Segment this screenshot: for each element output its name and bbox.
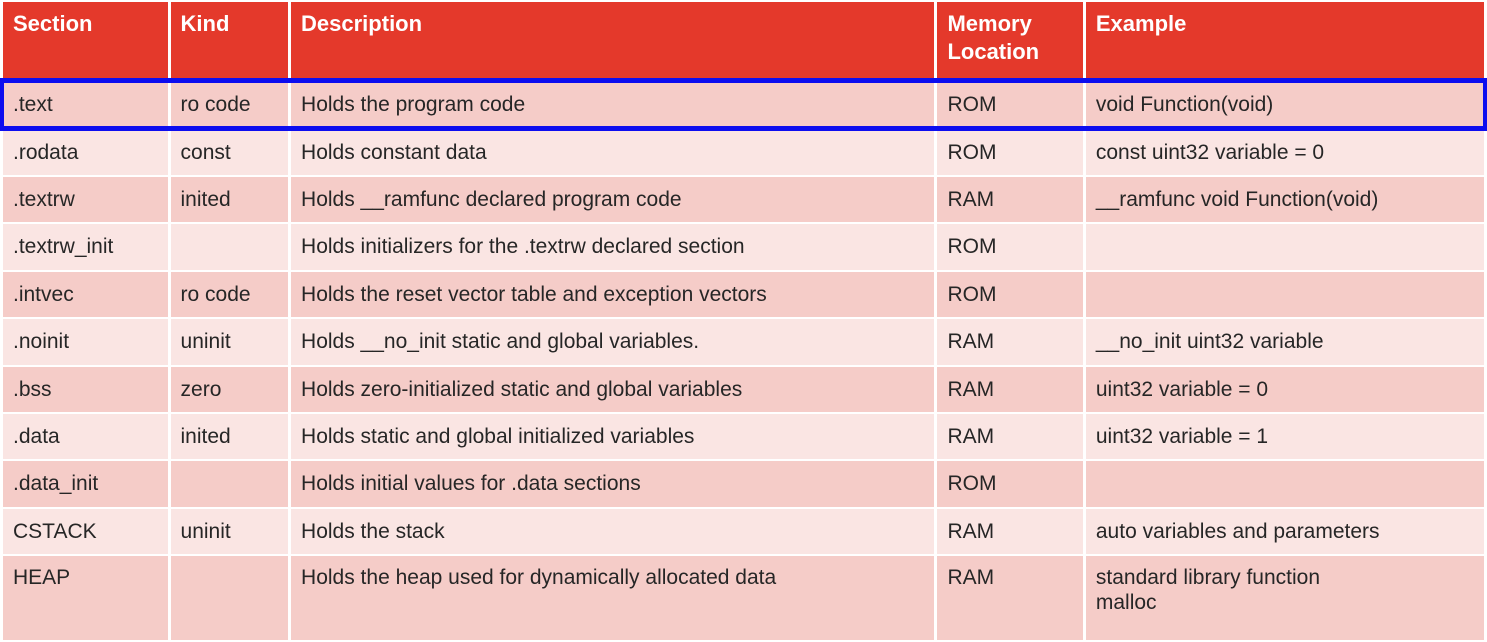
cell-kind (170, 224, 289, 270)
header-row: Section Kind Description Memory Location… (3, 2, 1484, 80)
cell-description: Holds the program code (291, 82, 935, 128)
cell-description: Holds __no_init static and global variab… (291, 319, 935, 365)
cell-memory-location: RAM (937, 508, 1083, 555)
cell-kind: uninit (170, 319, 289, 365)
cell-section: .rodata (3, 129, 168, 175)
cell-description: Holds zero-initialized static and global… (291, 366, 935, 412)
cell-section: CSTACK (3, 508, 168, 555)
cell-memory-location: ROM (937, 129, 1083, 175)
cell-section: .textrw_init (3, 224, 168, 270)
cell-example: uint32 variable = 1 (1085, 413, 1484, 460)
cell-kind: ro code (170, 271, 289, 318)
cell-kind (170, 461, 289, 507)
column-header-kind: Kind (170, 2, 289, 80)
table-row: .rodata const Holds constant data ROM co… (3, 129, 1484, 175)
cell-description: Holds static and global initialized vari… (291, 413, 935, 460)
cell-section: .text (3, 82, 168, 128)
table-row: .text ro code Holds the program code ROM… (0, 77, 1487, 132)
cell-example: auto variables and parameters (1085, 508, 1484, 555)
cell-memory-location: RAM (937, 319, 1083, 365)
cell-example: uint32 variable = 0 (1085, 366, 1484, 412)
cell-memory-location: ROM (937, 271, 1083, 318)
cell-description: Holds the stack (291, 508, 935, 555)
cell-kind: ro code (170, 82, 289, 128)
cell-kind (170, 556, 289, 640)
cell-memory-location: ROM (937, 461, 1083, 507)
column-header-memory-location: Memory Location (937, 2, 1083, 80)
cell-section: .data_init (3, 461, 168, 507)
cell-section: .intvec (3, 271, 168, 318)
cell-description: Holds the heap used for dynamically allo… (291, 556, 935, 640)
cell-memory-location: RAM (937, 413, 1083, 460)
cell-description: Holds initializers for the .textrw decla… (291, 224, 935, 270)
table-row: HEAP Holds the heap used for dynamically… (3, 556, 1484, 640)
cell-kind: inited (170, 176, 289, 223)
column-header-example: Example (1085, 2, 1484, 80)
cell-kind: uninit (170, 508, 289, 555)
table-row: CSTACK uninit Holds the stack RAM auto v… (3, 508, 1484, 555)
cell-section: .noinit (3, 319, 168, 365)
cell-memory-location: RAM (937, 556, 1083, 640)
column-header-section: Section (3, 2, 168, 80)
column-header-description: Description (291, 2, 935, 80)
cell-example: void Function(void) (1085, 82, 1484, 128)
cell-description: Holds initial values for .data sections (291, 461, 935, 507)
cell-memory-location: RAM (937, 176, 1083, 223)
table-body: .text ro code Holds the program code ROM… (0, 77, 1487, 640)
table-row: .data_init Holds initial values for .dat… (3, 461, 1484, 507)
cell-example (1085, 461, 1484, 507)
table-row: .textrw inited Holds __ramfunc declared … (3, 176, 1484, 223)
cell-section: .bss (3, 366, 168, 412)
table-row: .bss zero Holds zero-initialized static … (3, 366, 1484, 412)
cell-section: .textrw (3, 176, 168, 223)
cell-section: .data (3, 413, 168, 460)
cell-example: __ramfunc void Function(void) (1085, 176, 1484, 223)
cell-description: Holds __ramfunc declared program code (291, 176, 935, 223)
cell-kind: const (170, 129, 289, 175)
cell-memory-location: ROM (937, 82, 1083, 128)
table-row: .textrw_init Holds initializers for the … (3, 224, 1484, 270)
table-row: .intvec ro code Holds the reset vector t… (3, 271, 1484, 318)
cell-example: standard library function malloc (1085, 556, 1484, 640)
cell-section: HEAP (3, 556, 168, 640)
cell-example (1085, 271, 1484, 318)
cell-kind: inited (170, 413, 289, 460)
table-row: .data inited Holds static and global ini… (3, 413, 1484, 460)
cell-example (1085, 224, 1484, 270)
cell-example: __no_init uint32 variable (1085, 319, 1484, 365)
cell-description: Holds the reset vector table and excepti… (291, 271, 935, 318)
cell-memory-location: ROM (937, 224, 1083, 270)
cell-example: const uint32 variable = 0 (1085, 129, 1484, 175)
cell-description: Holds constant data (291, 129, 935, 175)
cell-kind: zero (170, 366, 289, 412)
cell-memory-location: RAM (937, 366, 1083, 412)
table-row: .noinit uninit Holds __no_init static an… (3, 319, 1484, 365)
